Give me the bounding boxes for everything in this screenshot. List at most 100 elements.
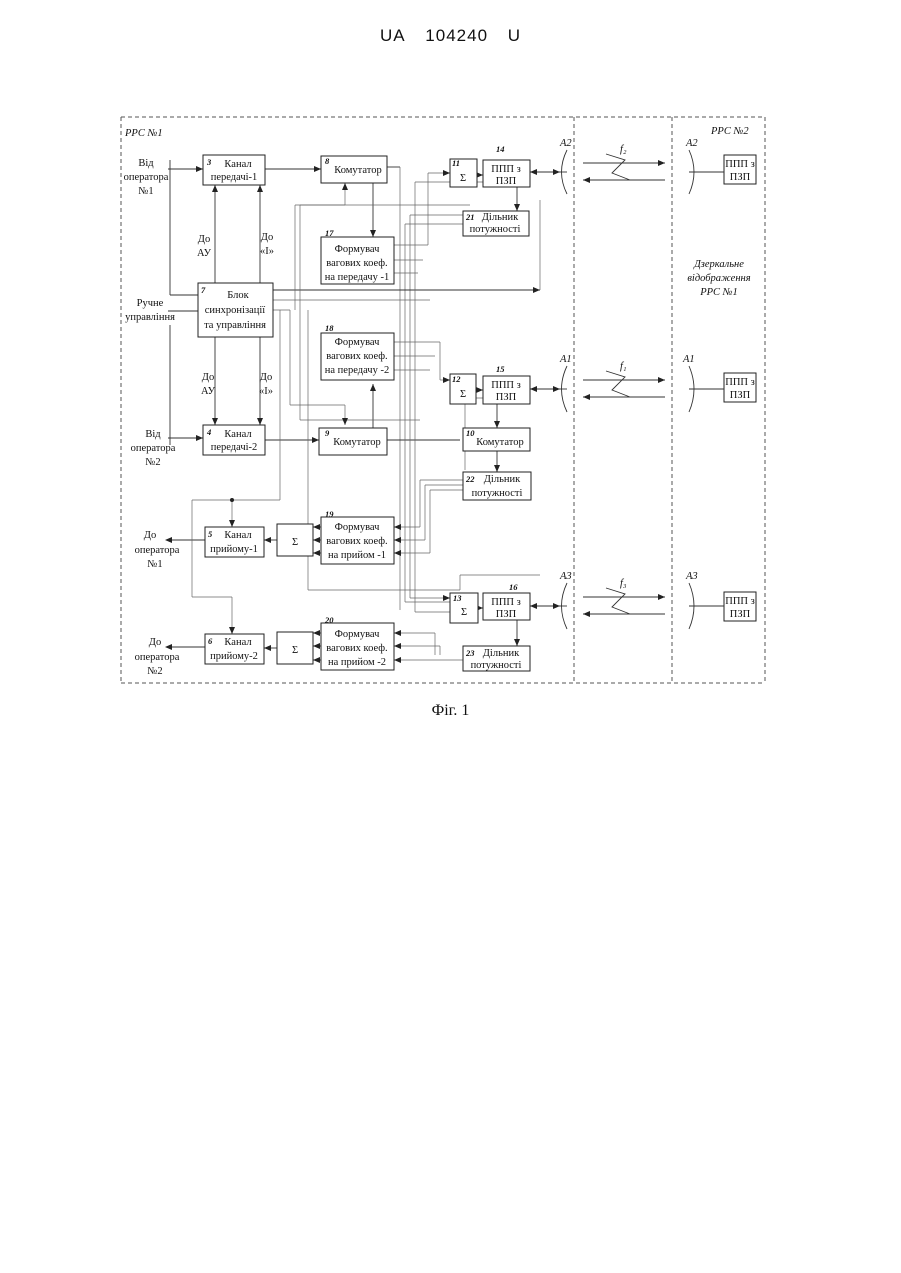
svg-text:ППП з: ППП з	[725, 596, 755, 607]
svg-text:Комутатор: Комутатор	[333, 437, 380, 448]
svg-text:До: До	[260, 372, 272, 383]
remote-ppp-2: ППП з ПЗП	[724, 373, 756, 402]
block-21: 21 Дільник потужності	[463, 211, 529, 236]
svg-text:оператора: оператора	[124, 172, 169, 183]
svg-text:До: До	[198, 234, 210, 245]
svg-text:управління: управління	[125, 312, 175, 323]
svg-text:потужності: потужності	[470, 224, 521, 235]
station2-label: РРС №2	[710, 126, 749, 137]
svg-text:АУ: АУ	[197, 248, 212, 259]
remote-ppp-1: ППП з ПЗП	[724, 155, 756, 184]
block-9: 9 Комутатор	[319, 428, 387, 455]
svg-text:ППП з: ППП з	[725, 159, 755, 170]
svg-text:ППП з: ППП з	[725, 377, 755, 388]
svg-text:АУ: АУ	[201, 386, 216, 397]
svg-text:21: 21	[465, 212, 475, 222]
svg-text:18: 18	[325, 323, 334, 333]
svg-text:вагових коеф.: вагових коеф.	[326, 643, 387, 654]
svg-text:15: 15	[496, 364, 505, 374]
svg-text:ПЗП: ПЗП	[496, 392, 517, 403]
figure-caption: Фіг. 1	[0, 702, 901, 720]
svg-text:23: 23	[465, 648, 475, 658]
svg-text:ППП з: ППП з	[491, 597, 521, 608]
svg-text:17: 17	[325, 228, 334, 238]
svg-text:Від: Від	[138, 158, 154, 169]
svg-text:Формувач: Формувач	[335, 522, 381, 533]
svg-text:Σ: Σ	[292, 537, 298, 548]
svg-text:потужності: потужності	[471, 660, 522, 671]
svg-text:ПЗП: ПЗП	[496, 176, 517, 187]
svg-text:Канал: Канал	[224, 530, 251, 541]
block-13: 13 Σ	[450, 593, 478, 623]
svg-text:Комутатор: Комутатор	[476, 437, 523, 448]
mirror-label-2: відображення	[687, 273, 750, 284]
block-20: 20 Формувач вагових коеф. на прийом -2	[321, 615, 394, 670]
svg-text:Σ: Σ	[292, 645, 298, 656]
svg-text:№2: №2	[145, 457, 160, 468]
svg-text:А3: А3	[685, 571, 698, 582]
sum-receive-2: Σ	[277, 632, 313, 664]
svg-text:А1: А1	[559, 354, 572, 365]
svg-text:f₃: f₃	[620, 578, 627, 589]
svg-text:А3: А3	[559, 571, 572, 582]
svg-text:19: 19	[325, 509, 334, 519]
svg-text:№2: №2	[147, 666, 162, 677]
block-11: 11 Σ	[450, 158, 477, 187]
svg-text:на передачу -2: на передачу -2	[325, 365, 389, 376]
svg-text:прийому-1: прийому-1	[210, 544, 258, 555]
svg-text:22: 22	[465, 474, 475, 484]
svg-text:Σ: Σ	[460, 173, 466, 184]
block-17: 17 Формувач вагових коеф. на передачу -1	[321, 228, 394, 284]
svg-text:Формувач: Формувач	[335, 629, 381, 640]
sum-receive-1: Σ	[277, 524, 313, 556]
svg-text:10: 10	[466, 428, 475, 438]
svg-text:прийому-2: прийому-2	[210, 651, 258, 662]
svg-text:на прийом -1: на прийом -1	[328, 550, 386, 561]
svg-text:потужності: потужності	[472, 488, 523, 499]
svg-text:Ручне: Ручне	[137, 298, 164, 309]
svg-text:№1: №1	[147, 559, 162, 570]
block-7: 7 Блок синхронізації та управління	[198, 283, 273, 337]
block-3: 3 Канал передачі-1	[203, 155, 265, 185]
svg-text:11: 11	[452, 158, 460, 168]
svg-text:оператора: оператора	[131, 443, 176, 454]
station1-label: РРС №1	[124, 128, 163, 139]
block-6: 6 Канал прийому-2	[205, 634, 264, 664]
block-22: 22 Дільник потужності	[463, 472, 531, 500]
svg-text:ПЗП: ПЗП	[496, 609, 517, 620]
svg-text:Комутатор: Комутатор	[334, 165, 381, 176]
svg-text:«І»: «І»	[260, 246, 274, 257]
svg-text:А1: А1	[682, 354, 695, 365]
svg-text:14: 14	[496, 144, 505, 154]
svg-text:Дільник: Дільник	[482, 212, 519, 223]
svg-text:ПЗП: ПЗП	[730, 609, 751, 620]
block-10: 10 Комутатор	[463, 428, 530, 451]
svg-text:передачі-1: передачі-1	[211, 172, 258, 183]
svg-text:А2: А2	[559, 138, 572, 149]
svg-text:До: До	[261, 232, 273, 243]
block-19: 19 Формувач вагових коеф. на прийом -1	[321, 509, 394, 564]
svg-text:Блок: Блок	[227, 290, 249, 301]
svg-text:Канал: Канал	[224, 159, 251, 170]
operator-labels: Від оператора №1 Від оператора №2 До опе…	[124, 158, 274, 677]
svg-text:ППП з: ППП з	[491, 164, 521, 175]
svg-text:12: 12	[452, 374, 461, 384]
svg-text:оператора: оператора	[135, 652, 180, 663]
svg-text:Дільник: Дільник	[483, 648, 520, 659]
svg-text:Σ: Σ	[460, 389, 466, 400]
svg-text:вагових коеф.: вагових коеф.	[326, 351, 387, 362]
svg-text:16: 16	[509, 582, 518, 592]
mirror-label-3: РРС №1	[699, 287, 738, 298]
block-15: 15 ППП з ПЗП	[483, 364, 530, 404]
svg-text:ПЗП: ПЗП	[730, 390, 751, 401]
svg-text:синхронізації: синхронізації	[205, 305, 266, 316]
svg-text:Σ: Σ	[461, 607, 467, 618]
svg-text:4: 4	[206, 427, 211, 437]
block-4: 4 Канал передачі-2	[203, 425, 265, 455]
svg-text:ППП з: ППП з	[491, 380, 521, 391]
svg-text:ПЗП: ПЗП	[730, 172, 751, 183]
svg-text:вагових коеф.: вагових коеф.	[326, 536, 387, 547]
svg-text:До: До	[202, 372, 214, 383]
svg-text:20: 20	[324, 615, 334, 625]
block-14: 14 ППП з ПЗП	[483, 144, 530, 187]
